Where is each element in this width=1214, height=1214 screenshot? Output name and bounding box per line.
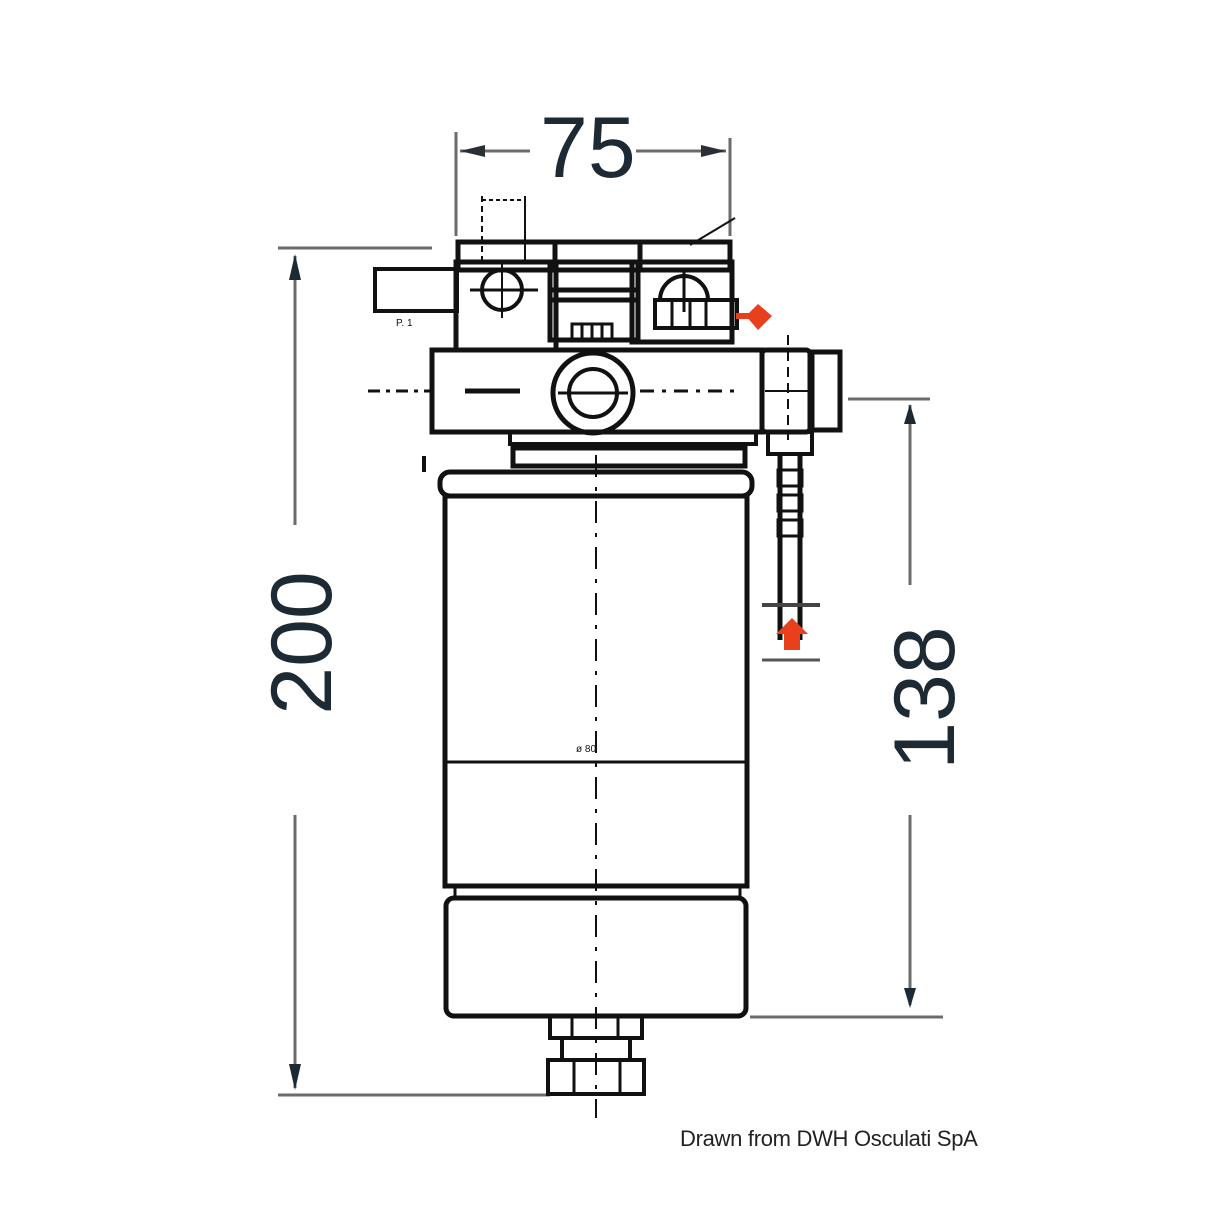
filter-cartridge [422, 445, 755, 889]
filter-head [373, 196, 739, 353]
mounting-bracket [368, 347, 765, 446]
dimension-label-75: 75 [540, 100, 636, 196]
dimension-138 [750, 397, 943, 1019]
outlet-flow-arrow-icon [776, 618, 808, 650]
port-annotation: P. 1 [396, 318, 413, 329]
dimension-label-138: 138 [877, 626, 973, 770]
dimension-75 [454, 132, 732, 236]
diameter-annotation: ø 80 [576, 744, 597, 755]
credit-text: Drawn from DWH Osculati SpA [680, 1126, 978, 1151]
inlet-flow-arrow-icon [746, 304, 772, 330]
dimension-label-200: 200 [254, 571, 350, 715]
flow-arrows [736, 304, 808, 650]
dimension-200 [278, 246, 550, 1097]
side-fitting [759, 335, 843, 662]
